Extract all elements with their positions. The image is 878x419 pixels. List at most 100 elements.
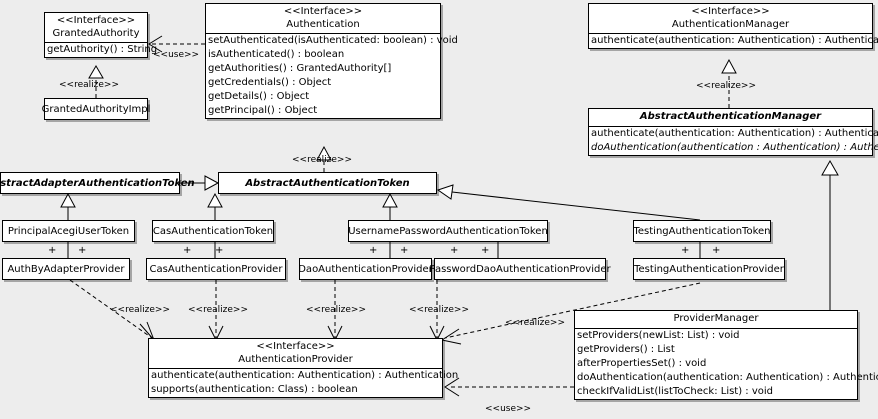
class-name-label: AbstractAuthenticationToken — [245, 177, 410, 189]
class-box-granted-authority-impl[interactable]: GrantedAuthorityImpl — [41, 98, 151, 120]
member-list-authentication-manager: authenticate(authentication: Authenticat… — [589, 34, 878, 48]
edge-label-use-grantedauthority: <<use>> — [153, 50, 200, 60]
class-box-granted-authority[interactable]: <<Interface>> GrantedAuthority getAuthor… — [44, 12, 158, 58]
class-box-dao-authentication-provider[interactable]: DaoAuthenticationProvider — [298, 258, 433, 280]
class-name-label: AbstractAdapterAuthenticationToken — [0, 177, 195, 189]
class-box-cas-authentication-provider[interactable]: CasAuthenticationProvider — [146, 258, 286, 280]
member-item: setProviders(newList: List) : void — [577, 329, 740, 341]
arrowhead-generalization-abstractauthmanager — [821, 159, 839, 176]
member-list-authentication: setAuthenticated(isAuthenticated: boolea… — [206, 34, 458, 118]
member-list-provider-manager: setProviders(newList: List) : void getPr… — [575, 329, 878, 399]
edge-label-realize-abstractauthtoken: <<realize>> — [292, 155, 352, 165]
class-name-label: TestingAuthenticationProvider — [634, 263, 784, 275]
class-name-label: GrantedAuthority — [52, 27, 140, 39]
class-name-label: PasswordDaoAuthenticationProvider — [429, 263, 611, 275]
class-box-abstract-authentication-token[interactable]: AbstractAuthenticationToken — [218, 172, 437, 194]
class-header-abstract-authentication-manager: AbstractAuthenticationManager — [589, 109, 872, 126]
divider — [206, 33, 440, 34]
class-name-label: AuthByAdapterProvider — [7, 263, 125, 275]
member-item: authenticate(authentication: Authenticat… — [591, 35, 878, 46]
class-box-password-dao-authentication-provider[interactable]: PasswordDaoAuthenticationProvider — [429, 258, 611, 280]
assoc-mark-cas-right: + — [215, 245, 224, 256]
class-box-username-password-authentication-token[interactable]: UsernamePasswordAuthenticationToken — [348, 220, 548, 242]
member-item: authenticate(authentication: Authenticat… — [591, 127, 878, 139]
member-item: getAuthority() : String — [47, 44, 158, 55]
member-item: supports(authentication: Class) : boolea… — [151, 384, 358, 395]
class-box-authentication-manager[interactable]: <<Interface>> AuthenticationManager auth… — [588, 3, 878, 49]
edge-label-realize-dao: <<realize>> — [306, 305, 366, 315]
member-item: getDetails() : Object — [208, 91, 310, 102]
assoc-mark-testing-right: + — [712, 245, 721, 256]
assoc-mark-dao-right: + — [400, 245, 409, 256]
member-item: getCredentials() : Object — [208, 77, 332, 88]
assoc-mark-passworddao-right: + — [481, 245, 490, 256]
arrowhead-realize-authenticationmanager — [721, 58, 737, 74]
edge-label-realize-testing: <<realize>> — [505, 318, 565, 328]
class-box-authentication-provider[interactable]: <<Interface>> AuthenticationProvider aut… — [148, 338, 459, 398]
class-name-label: AuthenticationManager — [671, 18, 790, 30]
class-name-label: GrantedAuthorityImpl — [41, 103, 151, 115]
member-item: isAuthenticated() : boolean — [208, 49, 345, 60]
divider — [149, 368, 442, 369]
class-name-label: AuthenticationProvider — [238, 353, 353, 365]
edge-testingtoken-extends-abstractauthtoken — [451, 191, 701, 221]
stereotype-label: <<Interface>> — [691, 6, 770, 17]
member-item: getPrincipal() : Object — [208, 105, 318, 116]
class-header-authentication: <<Interface>> Authentication — [206, 4, 440, 33]
arrowhead-realize-authprovider-testing — [440, 328, 462, 345]
stereotype-label: <<Interface>> — [56, 15, 136, 26]
class-name-label: ProviderManager — [673, 313, 759, 324]
arrowhead-generalization-abstractauthtoken-adapter — [204, 175, 220, 191]
class-name-label: Authentication — [286, 18, 360, 30]
edge-label-realize-abstractauthmanager: <<realize>> — [696, 81, 756, 91]
class-name-label: DaoAuthenticationProvider — [298, 263, 433, 275]
member-item: authenticate(authentication: Authenticat… — [151, 370, 459, 381]
edge-label-use-authprovider: <<use>> — [485, 404, 532, 414]
assoc-mark-dao-left: + — [369, 245, 378, 256]
member-item: setAuthenticated(isAuthenticated: boolea… — [208, 35, 458, 46]
class-box-abstract-adapter-authentication-token[interactable]: AbstractAdapterAuthenticationToken — [0, 172, 195, 194]
class-box-cas-authentication-token[interactable]: CasAuthenticationToken — [152, 220, 274, 242]
member-list-authentication-provider: authenticate(authentication: Authenticat… — [149, 369, 459, 397]
class-box-principal-acegi-user-token[interactable]: PrincipalAcegiUserToken — [2, 220, 135, 242]
edge-label-realize-passworddao: <<realize>> — [409, 305, 469, 315]
class-name-label: UsernamePasswordAuthenticationToken — [348, 225, 548, 237]
stereotype-label: <<Interface>> — [256, 341, 335, 352]
class-box-authentication[interactable]: <<Interface>> Authentication setAuthenti… — [205, 3, 458, 119]
member-item: doAuthentication(authentication : Authen… — [591, 141, 878, 153]
member-list-abstract-authentication-manager: authenticate(authentication: Authenticat… — [589, 127, 878, 155]
class-name-label: CasAuthenticationToken — [152, 225, 274, 237]
member-item: doAuthentication(authentication: Authent… — [577, 371, 878, 383]
arrowhead-generalization-abstractauthtoken-cas — [207, 192, 223, 208]
member-item: checkIfValidList(listToCheck: List) : vo… — [577, 385, 774, 397]
stereotype-label: <<Interface>> — [283, 6, 363, 17]
member-item: getProviders() : List — [577, 343, 675, 355]
class-header-authentication-manager: <<Interface>> AuthenticationManager — [589, 4, 872, 33]
class-name-label: TestingAuthenticationToken — [633, 225, 771, 237]
class-box-abstract-authentication-manager[interactable]: AbstractAuthenticationManager authentica… — [588, 108, 878, 156]
class-box-auth-by-adapter-provider[interactable]: AuthByAdapterProvider — [2, 258, 130, 280]
class-header-granted-authority: <<Interface>> GrantedAuthority — [45, 13, 147, 42]
member-list-granted-authority: getAuthority() : String — [45, 43, 158, 57]
assoc-mark-testing-left: + — [681, 245, 690, 256]
member-item: afterPropertiesSet() : void — [577, 357, 707, 369]
class-header-provider-manager: ProviderManager — [575, 311, 857, 328]
class-name-label: CasAuthenticationProvider — [149, 263, 283, 275]
class-box-testing-authentication-token[interactable]: TestingAuthenticationToken — [633, 220, 771, 242]
member-item: getAuthorities() : GrantedAuthority[] — [208, 63, 392, 74]
class-box-testing-authentication-provider[interactable]: TestingAuthenticationProvider — [633, 258, 785, 280]
class-name-label: PrincipalAcegiUserToken — [7, 225, 130, 237]
arrowhead-generalization-abstractauthtoken-testing — [436, 184, 454, 200]
assoc-mark-principal-left: + — [48, 245, 57, 256]
class-header-authentication-provider: <<Interface>> AuthenticationProvider — [149, 339, 442, 368]
arrowhead-generalization-adaptertoken — [60, 192, 76, 208]
edge-label-realize-authbyadapter: <<realize>> — [110, 305, 170, 315]
class-box-provider-manager[interactable]: ProviderManager setProviders(newList: Li… — [574, 310, 878, 400]
class-name-label: AbstractAuthenticationManager — [639, 111, 822, 122]
divider — [45, 42, 147, 43]
assoc-mark-cas-left: + — [183, 245, 192, 256]
divider — [589, 125, 872, 127]
assoc-mark-passworddao-left: + — [450, 245, 459, 256]
assoc-mark-principal-right: + — [78, 245, 87, 256]
